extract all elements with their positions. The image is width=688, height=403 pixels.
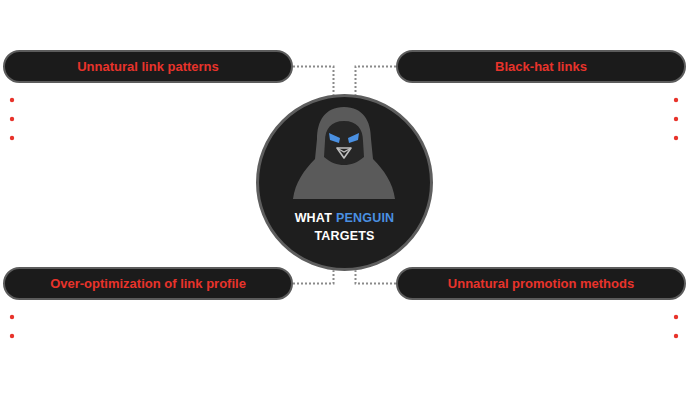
dot [10,117,14,121]
center-title: PENGUIN [336,211,394,225]
dot [674,136,678,140]
dot [674,117,678,121]
topic-label: Unnatural link patterns [77,59,219,74]
dot [674,98,678,102]
dotted-connector [356,67,397,95]
center-title: TARGETS [314,229,374,243]
dotted-connector [293,67,334,95]
center-title: WHAT [295,211,332,225]
dotted-connector [293,270,334,283]
dot [674,315,678,319]
dot [10,315,14,319]
dot [10,98,14,102]
dot [10,136,14,140]
topic-pill: Black-hat links [396,50,686,83]
topic-label: Black-hat links [495,59,587,74]
center-circle: WHAT PENGUIN TARGETS [256,94,433,271]
topic-pill: Over-optimization of link profile [3,267,293,300]
topic-pill: Unnatural promotion methods [396,267,686,300]
dot [674,334,678,338]
topic-label: Over-optimization of link profile [50,276,246,291]
dot [10,334,14,338]
topic-label: Unnatural promotion methods [448,276,634,291]
dotted-connector [356,270,397,283]
topic-pill: Unnatural link patterns [3,50,293,83]
